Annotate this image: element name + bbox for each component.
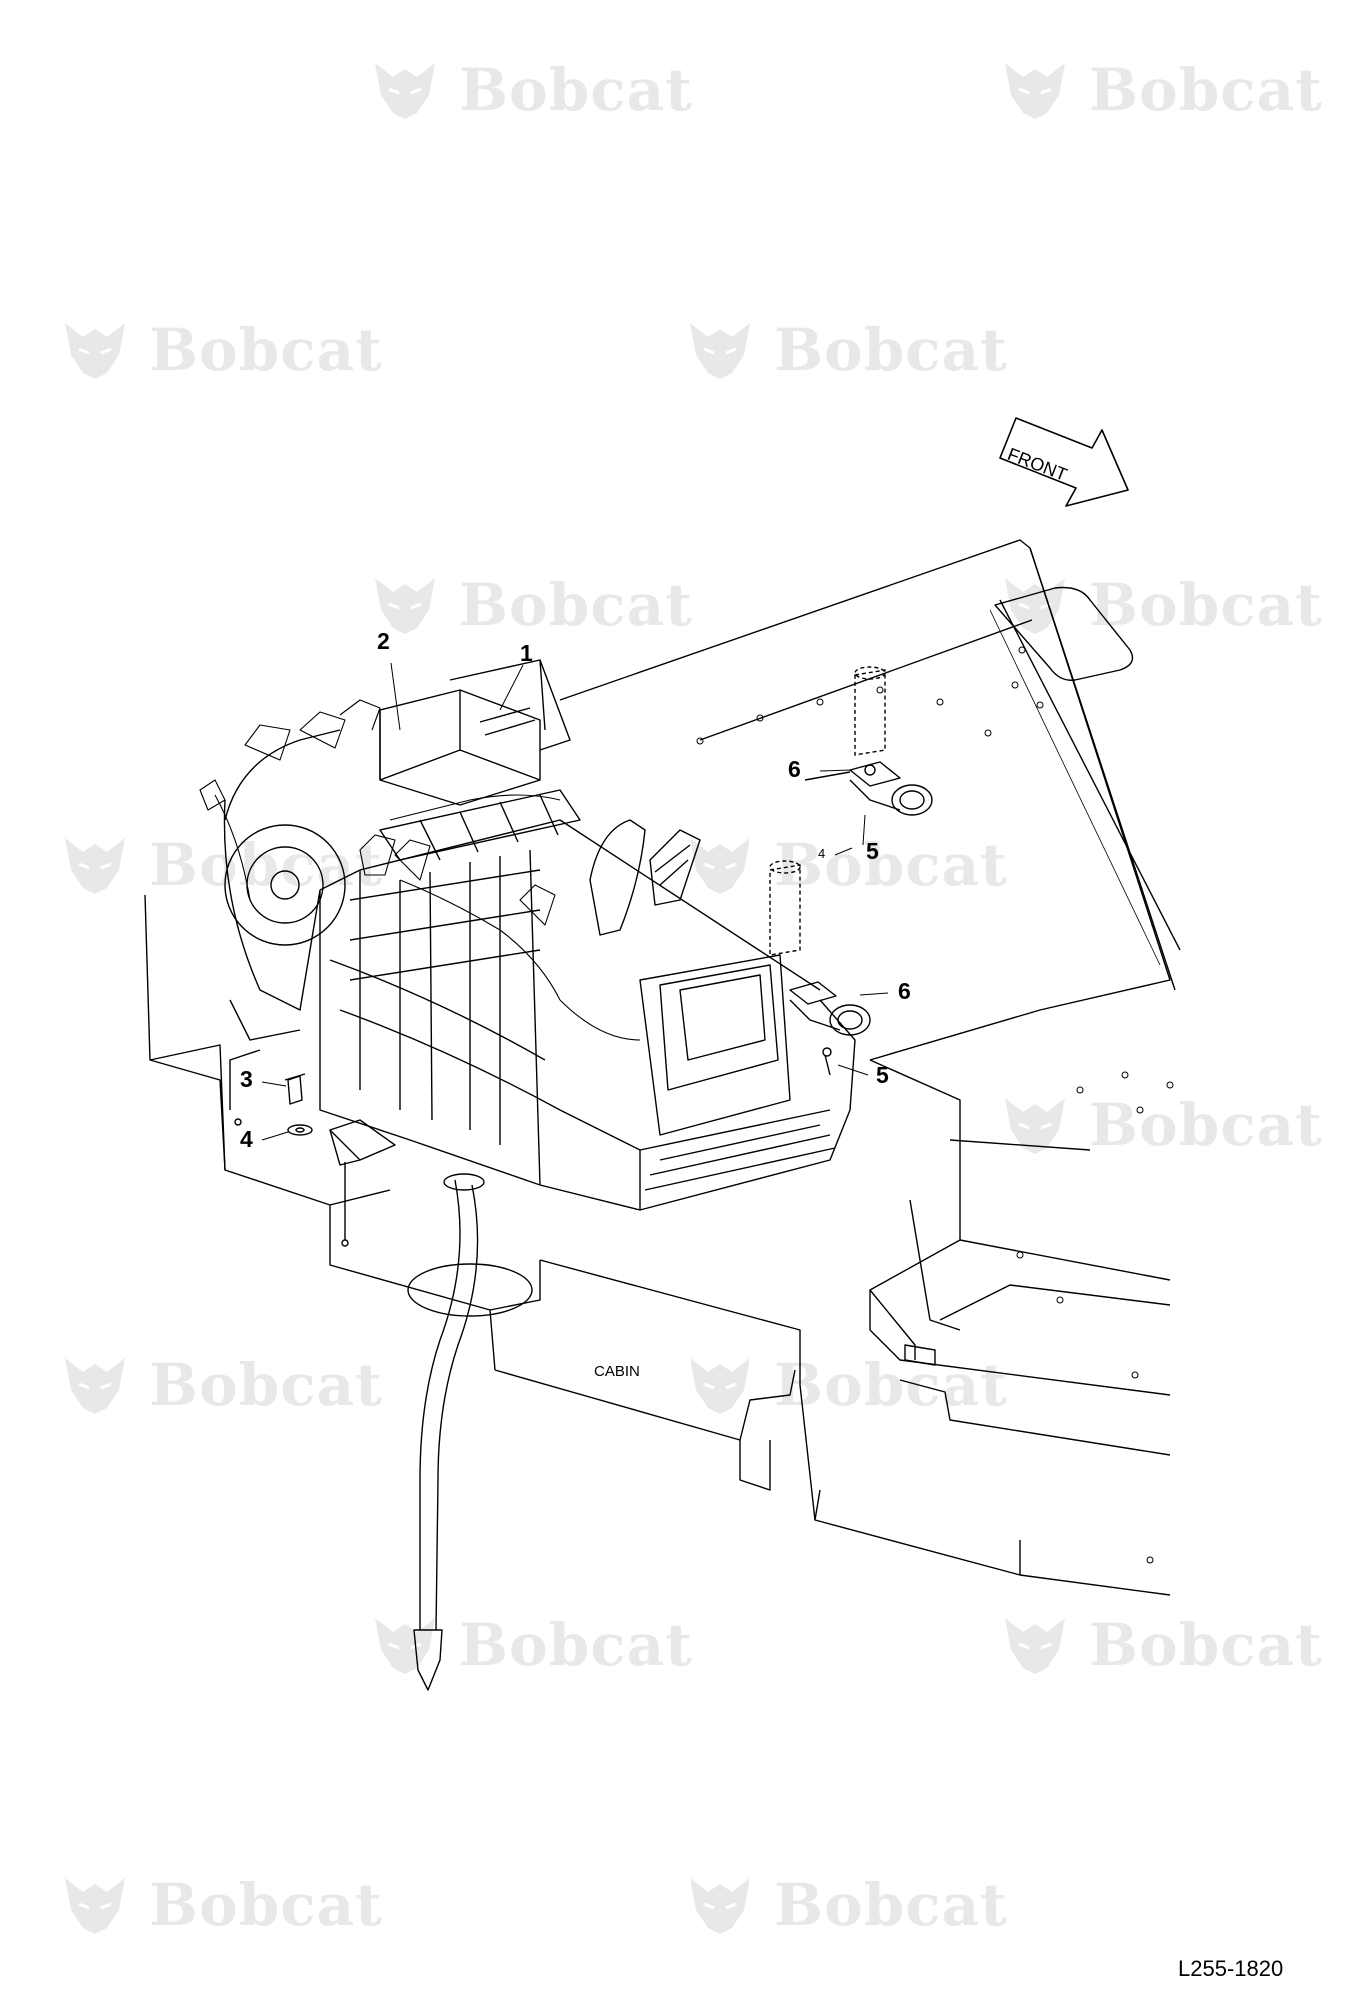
- callout-6-lower: 6: [898, 978, 911, 1004]
- callout-5-upper: 5: [866, 838, 879, 864]
- drain-hose: [407, 1173, 533, 1691]
- hvac-unit-housing: [319, 789, 856, 1211]
- control-module: [379, 659, 571, 806]
- bolt-and-washer: [284, 1073, 313, 1136]
- callout-4-small: 4: [818, 846, 826, 861]
- figure-id: L255-1820: [1178, 1956, 1284, 1981]
- left-mounting-bracket: [229, 1049, 396, 1247]
- wiring-harness: [199, 699, 641, 1041]
- cabin-lower-frame: [144, 894, 1171, 1596]
- cabin-floor-plate: [559, 539, 1181, 1564]
- cabin-label: CABIN: [594, 1363, 640, 1380]
- callout-1: 1: [520, 640, 533, 666]
- callout-4: 4: [240, 1126, 253, 1152]
- callout-6-upper: 6: [788, 756, 801, 782]
- clamp-assembly-upper: [804, 666, 933, 816]
- callout-3: 3: [240, 1066, 253, 1092]
- leader-lines: [261, 662, 889, 1141]
- callout-2: 2: [377, 628, 390, 654]
- callout-5-lower: 5: [876, 1062, 889, 1088]
- clamp-assembly-lower: [769, 860, 871, 1076]
- front-direction-arrow: [999, 417, 1129, 507]
- evaporator-core: [589, 819, 701, 936]
- blower-housing: [223, 729, 346, 1041]
